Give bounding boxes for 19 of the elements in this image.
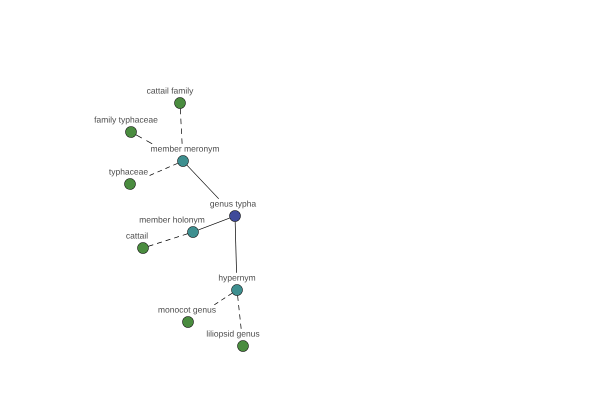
connector-line (186, 164, 220, 200)
node-label: hypernym (218, 274, 256, 282)
connector-line (214, 292, 233, 306)
node-label: cattail (126, 232, 148, 239)
node-label: typhaceae (109, 168, 148, 176)
connector-line (149, 162, 178, 176)
connector-line (148, 233, 188, 247)
connector-line (198, 218, 230, 230)
connector-line (237, 295, 242, 330)
node-label: member holonym (140, 216, 204, 224)
connector-line (234, 221, 237, 274)
node-label: member meronym (151, 145, 219, 154)
node-label: liliopsid genus (206, 330, 260, 338)
connector-line (136, 134, 153, 144)
node-label: cattail family (146, 87, 194, 96)
node-label: family typhaceae (94, 116, 158, 124)
connector-line (180, 108, 182, 144)
node-label: genus typha (210, 200, 256, 208)
node-label: monocot genus (158, 307, 216, 314)
